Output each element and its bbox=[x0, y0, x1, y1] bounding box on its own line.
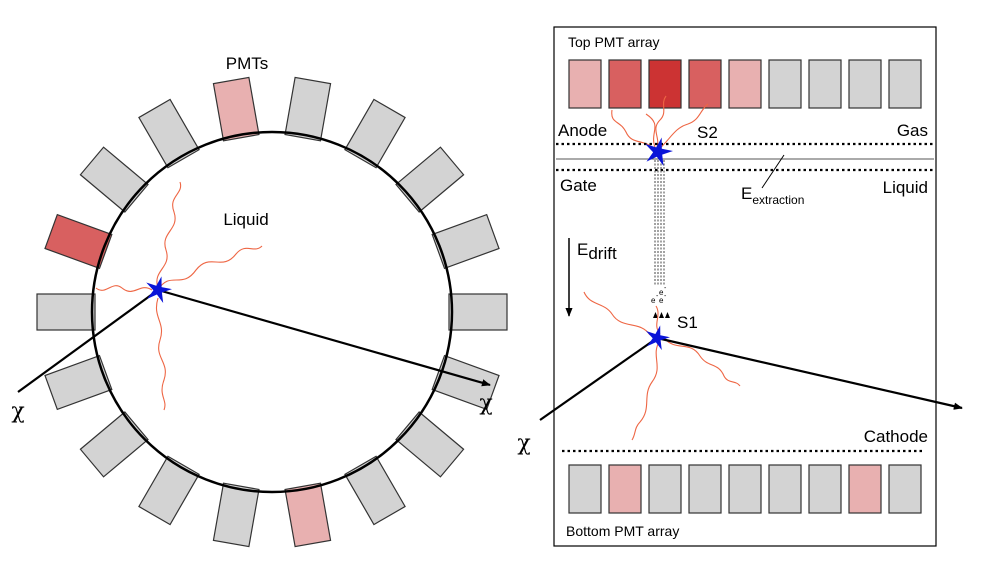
wimp-track-out bbox=[157, 288, 491, 387]
pmt-tube bbox=[568, 59, 602, 109]
wimp-in-label: χ bbox=[11, 399, 24, 424]
pmt-tube bbox=[431, 213, 500, 270]
pmt-tube bbox=[138, 98, 200, 169]
wimp-label-side: χ bbox=[517, 431, 530, 456]
photon-wave bbox=[157, 245, 263, 291]
pmt-tube bbox=[79, 411, 149, 478]
pmt-tube bbox=[848, 464, 882, 514]
top-view-panel: PMTs Liquid χ χ bbox=[11, 54, 508, 548]
photon-wave bbox=[156, 181, 182, 289]
pmt-tube bbox=[395, 411, 465, 478]
pmt-tube bbox=[44, 354, 113, 411]
pmt-tube bbox=[212, 76, 260, 142]
bottom-pmt-array-label: Bottom PMT array bbox=[566, 523, 679, 539]
photon-wave bbox=[583, 291, 651, 336]
pmt-tube bbox=[688, 464, 722, 514]
pmt-tube bbox=[688, 59, 722, 109]
tpc-frame bbox=[553, 26, 937, 547]
gas-label: Gas bbox=[897, 121, 928, 140]
photon-wave bbox=[663, 337, 741, 387]
pmt-tube bbox=[344, 455, 406, 526]
e-extraction-label: Eextraction bbox=[741, 184, 804, 207]
pmt-tube bbox=[728, 464, 762, 514]
pmt-tube bbox=[728, 59, 762, 109]
svg-text:e: e bbox=[659, 288, 664, 297]
pmt-tube bbox=[395, 146, 465, 213]
photon-wave bbox=[95, 285, 153, 292]
bottom-pmt-array bbox=[568, 464, 922, 514]
top-pmt-array-label: Top PMT array bbox=[568, 34, 660, 50]
s1-interaction-star bbox=[646, 325, 670, 351]
detector-vessel bbox=[90, 130, 454, 494]
pmt-ring bbox=[36, 76, 508, 548]
pmt-tube bbox=[79, 146, 149, 213]
svg-text:-: - bbox=[656, 293, 659, 300]
pmt-tube bbox=[284, 76, 332, 142]
s2-label: S2 bbox=[697, 123, 718, 142]
electron-cloud: e - e - e - bbox=[651, 285, 670, 318]
pmt-tube bbox=[44, 213, 113, 270]
svg-text:-: - bbox=[664, 293, 667, 300]
pmt-tube bbox=[808, 464, 842, 514]
pmt-tube bbox=[888, 464, 922, 514]
pmt-tube bbox=[768, 464, 802, 514]
svg-text:-: - bbox=[664, 285, 667, 292]
photon-wave bbox=[631, 339, 661, 441]
pmt-tube bbox=[138, 455, 200, 526]
e-extraction-pointer bbox=[761, 154, 785, 189]
side-view-panel: Top PMT array Bottom PMT array Anode Gas… bbox=[517, 26, 963, 547]
wimp-out-label: χ bbox=[479, 391, 492, 416]
pmt-tube bbox=[648, 464, 682, 514]
pmt-tube bbox=[212, 482, 260, 548]
cathode-label: Cathode bbox=[864, 427, 928, 446]
top-pmt-array bbox=[568, 59, 922, 109]
liquid-label-side: Liquid bbox=[883, 178, 928, 197]
pmt-tube bbox=[36, 293, 96, 331]
liquid-label: Liquid bbox=[223, 210, 268, 229]
photon-wave bbox=[645, 113, 657, 151]
pmt-tube bbox=[768, 59, 802, 109]
pmt-tube bbox=[448, 293, 508, 331]
e-drift-label: Edrift bbox=[577, 240, 617, 263]
pmts-label: PMTs bbox=[226, 54, 269, 73]
wimp-track-in bbox=[17, 289, 159, 393]
photon-waves bbox=[95, 181, 263, 411]
photon-wave bbox=[655, 95, 667, 151]
s2-interaction-star bbox=[645, 137, 673, 166]
svg-text:e: e bbox=[651, 296, 656, 305]
pmt-tube bbox=[648, 59, 682, 109]
pmt-tube bbox=[608, 59, 642, 109]
gate-label: Gate bbox=[560, 176, 597, 195]
pmt-tube bbox=[808, 59, 842, 109]
svg-text:e: e bbox=[659, 296, 664, 305]
wimp-track-out-side bbox=[656, 336, 963, 410]
pmt-tube bbox=[888, 59, 922, 109]
pmt-tube bbox=[431, 354, 500, 411]
wimp-track-in-side bbox=[539, 337, 658, 421]
pmt-tube bbox=[608, 464, 642, 514]
anode-label: Anode bbox=[558, 121, 607, 140]
pmt-tube bbox=[344, 98, 406, 169]
s1-photon-waves bbox=[583, 291, 741, 441]
electron-drift-path bbox=[654, 160, 665, 285]
s1-label: S1 bbox=[677, 313, 698, 332]
photon-wave bbox=[657, 103, 709, 151]
pmt-tube bbox=[284, 482, 332, 548]
interaction-star bbox=[146, 276, 172, 303]
pmt-tube bbox=[848, 59, 882, 109]
pmt-tube bbox=[568, 464, 602, 514]
photon-wave bbox=[156, 297, 166, 411]
